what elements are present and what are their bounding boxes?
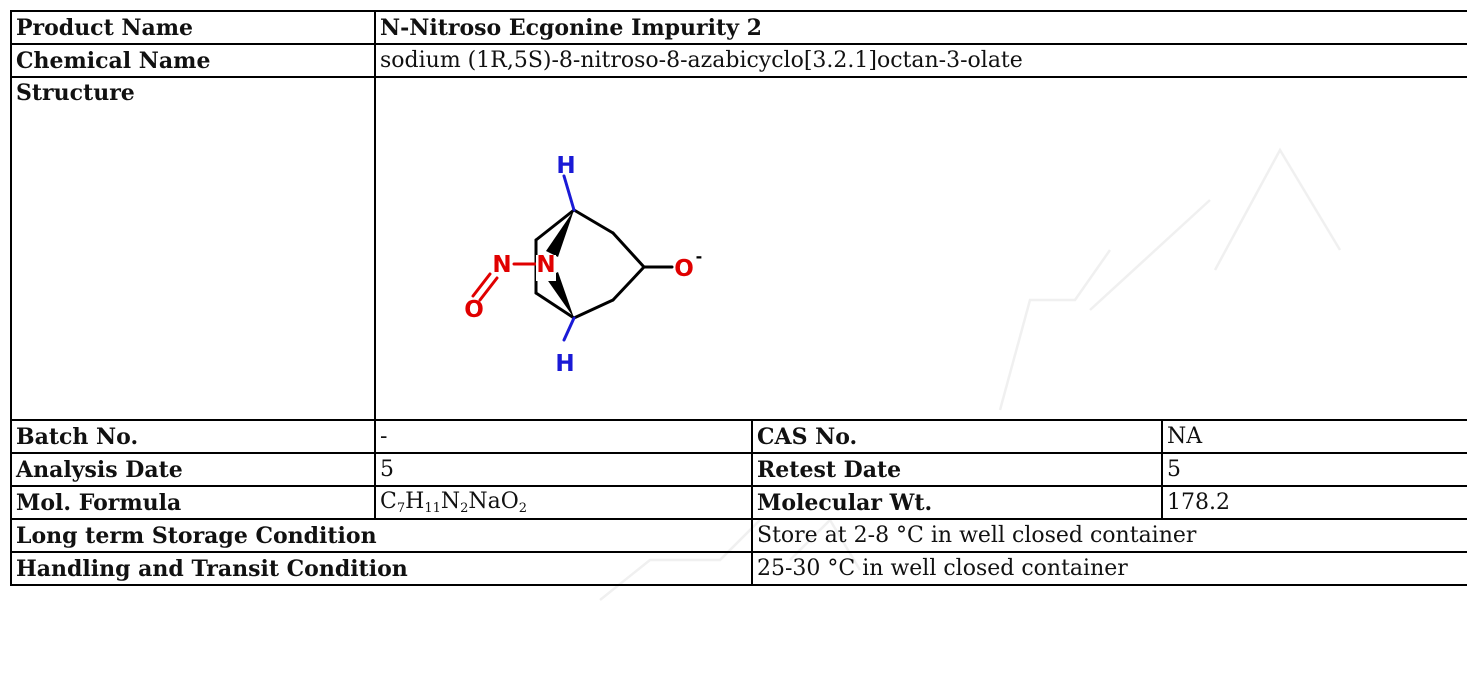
bond: [471, 272, 492, 298]
mol-formula-label: Mol. Formula: [10, 485, 376, 520]
structure-cell: H H N N O O -: [373, 76, 1467, 421]
wedge-bond: [546, 272, 574, 318]
formula-element: NaO: [468, 489, 519, 514]
wedge-bond: [546, 210, 574, 257]
row-analysis: Analysis Date 5 Retest Date 5: [10, 452, 1467, 487]
atom-h-top: H: [556, 153, 575, 179]
retest-date-value: 5: [1160, 452, 1467, 487]
analysis-date-label: Analysis Date: [10, 452, 376, 487]
bond: [572, 208, 615, 235]
row-product-name: Product Name N-Nitroso Ecgonine Impurity…: [10, 10, 1467, 45]
cas-no-value: NA: [1160, 419, 1467, 454]
cas-no-label: CAS No.: [751, 419, 1163, 454]
atom-h-bottom: H: [555, 351, 574, 377]
formula-count: 2: [460, 501, 469, 516]
structure-image: H H N N O O -: [464, 153, 703, 377]
molecular-wt-label: Molecular Wt.: [751, 485, 1163, 520]
row-handling: Handling and Transit Condition 25-30 °C …: [10, 551, 1467, 586]
atom-charge: -: [696, 247, 703, 266]
row-batch: Batch No. - CAS No. NA: [10, 419, 1467, 454]
row-chemical-name: Chemical Name sodium (1R,5S)-8-nitroso-8…: [10, 43, 1467, 78]
handling-condition-value: 25-30 °C in well closed container: [750, 551, 1467, 586]
molecular-wt-value: 178.2: [1160, 485, 1467, 520]
row-formula: Mol. Formula C7H11N2NaO2 Molecular Wt. 1…: [10, 485, 1467, 520]
analysis-date-value: 5: [374, 452, 753, 487]
storage-condition-value: Store at 2-8 °C in well closed container: [750, 518, 1467, 553]
product-name-label: Product Name: [10, 10, 376, 45]
storage-condition-label: Long term Storage Condition: [10, 518, 753, 553]
mol-formula-value: C7H11N2NaO2: [374, 485, 753, 520]
bond: [534, 291, 576, 320]
atom-o-anion: O: [674, 256, 694, 282]
handling-condition-label: Handling and Transit Condition: [10, 551, 753, 586]
formula-element: H: [405, 489, 425, 514]
bond: [611, 231, 646, 269]
row-storage: Long term Storage Condition Store at 2-8…: [10, 518, 1467, 553]
batch-no-value: -: [374, 419, 753, 454]
formula-count: 7: [396, 501, 406, 516]
formula-count: 11: [424, 501, 441, 516]
chemical-name-label: Chemical Name: [10, 43, 376, 78]
atom-n-ring: N: [536, 252, 555, 278]
chemical-name-value: sodium (1R,5S)-8-nitroso-8-azabicyclo[3.…: [373, 43, 1467, 78]
coa-table: Product Name N-Nitroso Ecgonine Impurity…: [10, 10, 1467, 586]
batch-no-label: Batch No.: [10, 419, 376, 454]
formula-count: 2: [518, 501, 528, 516]
formula-element: C: [380, 489, 397, 514]
bond: [572, 298, 615, 320]
bond: [562, 174, 576, 212]
retest-date-label: Retest Date: [751, 452, 1163, 487]
bond: [478, 276, 499, 302]
atom-o-nitroso: O: [464, 297, 484, 323]
formula-element: N: [440, 489, 461, 514]
row-structure: Structure: [10, 76, 1467, 421]
product-name-value: N-Nitroso Ecgonine Impurity 2: [373, 10, 1467, 45]
bond: [534, 208, 576, 242]
bond: [611, 265, 646, 302]
atom-n-nitroso: N: [492, 252, 511, 278]
structure-label: Structure: [10, 76, 376, 421]
bond: [562, 316, 576, 342]
